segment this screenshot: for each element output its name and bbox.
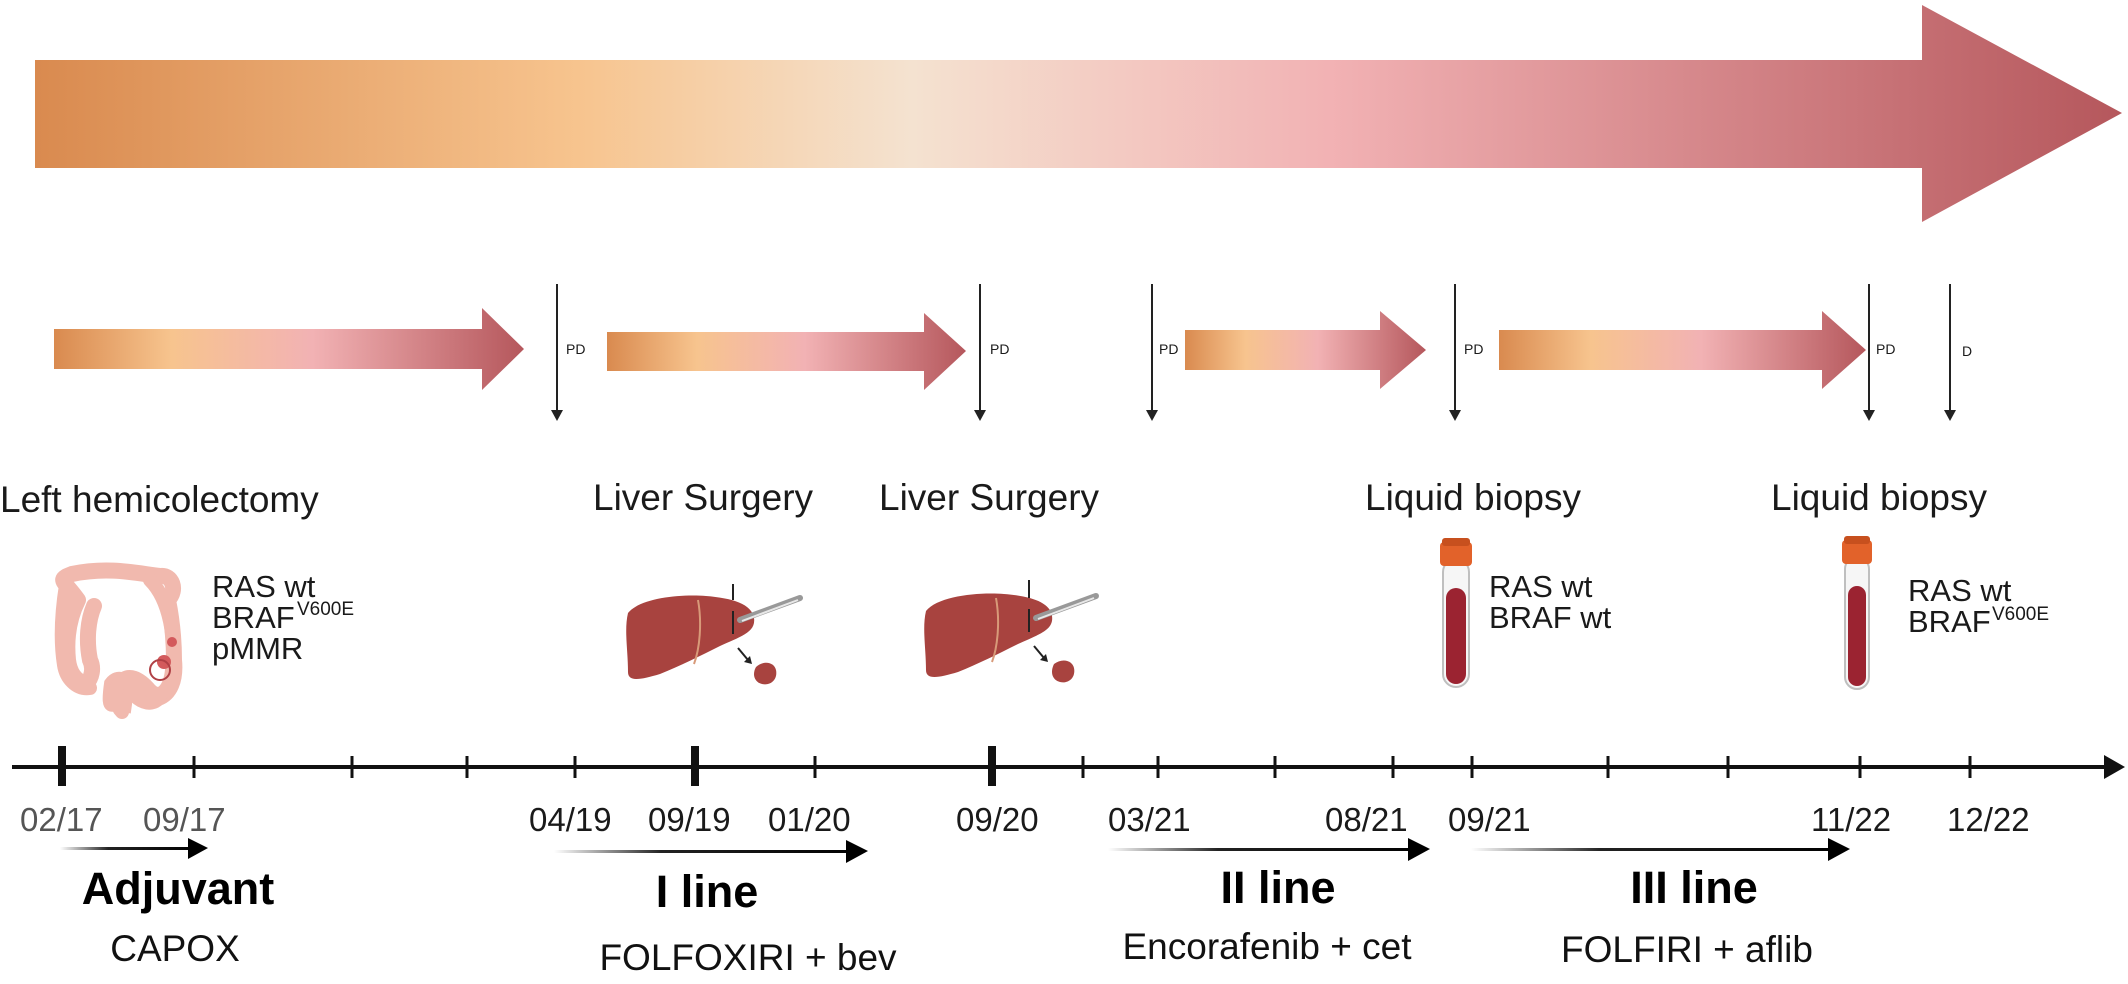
date-label: 03/21 xyxy=(1108,801,1191,838)
phase-regimen-second-line: Encorafenib + cet xyxy=(1123,926,1413,967)
colon-icon xyxy=(54,562,183,719)
liver-resection-icon xyxy=(626,584,803,685)
death-label: D xyxy=(1962,343,1972,359)
phase-duration-arrow xyxy=(1108,838,1430,861)
phase-duration-arrow xyxy=(554,840,868,863)
phase-name-adjuvant: Adjuvant xyxy=(82,863,275,914)
timeline-axis xyxy=(12,746,2125,786)
date-label: 09/17 xyxy=(143,801,226,838)
event-label-left-hemicolectomy: Left hemicolectomy xyxy=(0,479,319,520)
progression-arrow: PD xyxy=(1863,284,1895,421)
marker-ras: RAS wt xyxy=(1489,569,1593,604)
third-line-treatment-arrow xyxy=(1499,311,1866,389)
event-label-liquid-biopsy-2: Liquid biopsy xyxy=(1771,477,1987,518)
date-label: 12/22 xyxy=(1947,801,2030,838)
phase-regimen-adjuvant: CAPOX xyxy=(110,928,240,969)
event-label-liquid-biopsy-1: Liquid biopsy xyxy=(1365,477,1581,518)
date-label: 02/17 xyxy=(20,801,103,838)
marker-braf-superscript: V600E xyxy=(1992,604,2049,625)
marker-ras: RAS wt xyxy=(1908,573,2012,608)
death-arrow: D xyxy=(1944,284,1972,421)
phase-duration-arrow xyxy=(1471,838,1850,861)
event-label-liver-surgery-1: Liver Surgery xyxy=(593,477,814,518)
phase-name-first-line: I line xyxy=(656,866,759,917)
date-label: 08/21 xyxy=(1325,801,1408,838)
progression-label: PD xyxy=(566,341,585,357)
blood-tube-icon xyxy=(1842,536,1872,690)
overall-course-arrow xyxy=(35,5,2122,222)
liver-resection-icon xyxy=(924,580,1099,683)
phase-duration-arrow xyxy=(60,838,208,859)
progression-label: PD xyxy=(990,341,1009,357)
progression-arrow: PD xyxy=(1449,284,1483,421)
date-label: 11/22 xyxy=(1811,801,1891,838)
progression-label: PD xyxy=(1876,341,1895,357)
blood-tube-icon xyxy=(1440,538,1472,688)
phase-regimen-third-line: FOLFIRI + aflib xyxy=(1561,929,1813,970)
marker-braf: BRAF wt xyxy=(1489,600,1612,635)
phase-name-third-line: III line xyxy=(1630,862,1758,913)
marker-pmmr: pMMR xyxy=(212,631,303,666)
marker-ras: RAS wt xyxy=(212,569,316,604)
marker-braf: BRAF xyxy=(1908,604,1991,639)
first-line-treatment-arrow xyxy=(607,313,966,390)
marker-braf-superscript: V600E xyxy=(297,599,354,620)
adjuvant-treatment-arrow xyxy=(54,308,524,390)
date-label: 01/20 xyxy=(768,801,851,838)
event-label-liver-surgery-2: Liver Surgery xyxy=(879,477,1100,518)
date-label: 09/20 xyxy=(956,801,1039,838)
progression-arrow: PD xyxy=(974,284,1009,421)
progression-label: PD xyxy=(1464,341,1483,357)
phase-name-second-line: II line xyxy=(1220,862,1335,913)
date-label: 09/19 xyxy=(648,801,731,838)
phase-regimen-first-line: FOLFOXIRI + bev xyxy=(599,937,897,978)
marker-braf: BRAF xyxy=(212,600,295,635)
date-label: 09/21 xyxy=(1448,801,1531,838)
second-line-treatment-arrow xyxy=(1185,311,1426,389)
date-label: 04/19 xyxy=(529,801,612,838)
progression-arrow: PD xyxy=(551,284,585,421)
progression-label: PD xyxy=(1159,341,1178,357)
progression-arrow: PD xyxy=(1146,284,1178,421)
